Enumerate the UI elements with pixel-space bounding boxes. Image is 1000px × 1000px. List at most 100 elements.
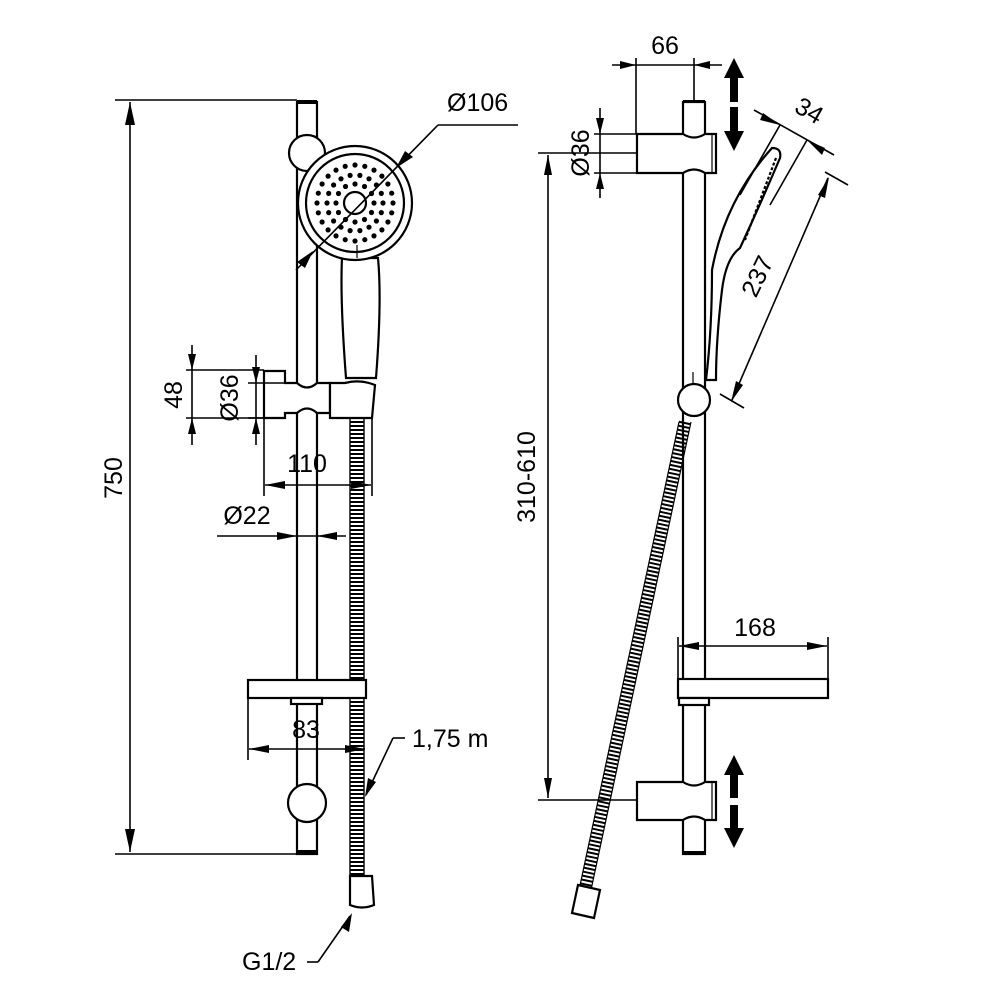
nozzle-dot bbox=[371, 233, 377, 239]
side-bracket-top bbox=[635, 132, 718, 175]
nozzle-dot bbox=[366, 176, 372, 182]
nozzle-dot bbox=[331, 182, 337, 188]
hose-nut bbox=[348, 874, 376, 909]
label-slider-height: 48 bbox=[160, 381, 188, 409]
nozzle-dot bbox=[371, 200, 377, 206]
nozzle-dot bbox=[326, 210, 332, 216]
dim-soap-dish-projection: 168 bbox=[677, 614, 829, 698]
dim-overall-height: 750 bbox=[100, 99, 297, 855]
dim-slider-height: 48 bbox=[160, 345, 264, 445]
side-slider-knob bbox=[676, 382, 712, 418]
nozzle-dot bbox=[338, 176, 344, 182]
side-hose-edge-b bbox=[590, 421, 692, 891]
label-soap-dish-projection: 168 bbox=[734, 614, 776, 642]
slider-holder bbox=[328, 380, 377, 420]
label-bracket-spacing: 310-610 bbox=[513, 431, 541, 523]
nozzle-dot bbox=[390, 200, 396, 206]
dim-slider-diameter: Ø36 bbox=[216, 355, 285, 445]
nozzle-dot bbox=[371, 167, 377, 173]
label-slider-projection: 110 bbox=[287, 450, 327, 478]
label-head-diameter: Ø106 bbox=[447, 89, 508, 117]
nozzle-dot bbox=[314, 200, 320, 206]
label-soap-dish-depth: 83 bbox=[292, 716, 320, 744]
label-bracket-projection: 66 bbox=[651, 32, 679, 60]
side-hose-edge-a bbox=[578, 421, 680, 891]
nozzle-dot bbox=[352, 162, 358, 168]
nozzle-dot bbox=[333, 200, 339, 206]
nozzle-dot bbox=[389, 190, 395, 196]
nozzle-dot bbox=[379, 227, 385, 233]
nozzle-dot bbox=[333, 233, 339, 239]
nozzle-dot bbox=[357, 228, 363, 234]
dim-rail-diameter: Ø22 bbox=[217, 502, 346, 540]
nozzle-dot bbox=[325, 227, 331, 233]
side-rail bbox=[681, 100, 707, 856]
handset-handle bbox=[340, 256, 381, 380]
hose bbox=[349, 407, 365, 877]
label-handset-width: 34 bbox=[790, 92, 828, 130]
label-handset-length: 237 bbox=[736, 252, 779, 302]
dim-slider-projection: 110 bbox=[263, 418, 373, 496]
dim-head-diameter: Ø106 bbox=[295, 89, 518, 271]
shower-head-nozzles bbox=[314, 162, 396, 244]
nozzle-dot bbox=[352, 238, 358, 244]
nozzle-dot bbox=[361, 183, 368, 190]
side-view: 66 Ø36 34 237 bbox=[513, 32, 849, 920]
nozzle-dot bbox=[373, 218, 379, 224]
front-view: 750 Ø106 48 Ø36 bbox=[100, 89, 518, 976]
side-soap-dish bbox=[676, 677, 830, 700]
nozzle-dot bbox=[357, 172, 363, 178]
nozzle-dot bbox=[342, 163, 348, 169]
side-rail-bottom-cap bbox=[683, 851, 705, 854]
nozzle-dot bbox=[325, 173, 331, 179]
nozzle-dot bbox=[368, 209, 375, 216]
nozzle-dot bbox=[380, 200, 386, 206]
dim-soap-dish-depth: 83 bbox=[247, 698, 365, 760]
side-hose-nut bbox=[570, 883, 602, 920]
nozzle-dot bbox=[379, 173, 385, 179]
nozzle-dot bbox=[315, 210, 321, 216]
nozzle-dot bbox=[385, 181, 391, 187]
nozzle-dot bbox=[335, 209, 342, 216]
side-rail-top-cap bbox=[683, 100, 705, 103]
side-soap-dish-clip bbox=[677, 696, 711, 707]
up-down-arrow-icon bbox=[724, 58, 744, 151]
soap-dish bbox=[246, 678, 368, 700]
nozzle-dot bbox=[385, 219, 391, 225]
side-handset bbox=[704, 146, 782, 382]
soap-dish-clip bbox=[289, 696, 324, 706]
label-hose-length: 1,75 m bbox=[412, 725, 488, 753]
rail-top-cap bbox=[297, 100, 317, 104]
shower-head-inner bbox=[304, 152, 406, 254]
dim-bracket-projection: 66 bbox=[612, 32, 722, 134]
dim-bracket-spacing: 310-610 bbox=[513, 152, 637, 801]
nozzle-dot bbox=[315, 190, 321, 196]
side-bracket-bottom bbox=[635, 780, 718, 822]
nozzle-dot bbox=[324, 200, 330, 206]
nozzle-dot bbox=[333, 167, 339, 173]
nozzle-dot bbox=[378, 210, 384, 216]
nozzle-dot bbox=[366, 224, 372, 230]
up-down-arrow-icon bbox=[724, 755, 744, 848]
nozzle-dot bbox=[319, 181, 325, 187]
nozzle-dot bbox=[342, 183, 349, 190]
nozzle-dot bbox=[352, 181, 358, 187]
nozzle-dot bbox=[362, 163, 368, 169]
label-rail-diameter: Ø22 bbox=[223, 502, 270, 530]
label-overall-height: 750 bbox=[100, 457, 128, 499]
nozzle-dot bbox=[326, 190, 332, 196]
nozzle-dot bbox=[362, 237, 368, 243]
nozzle-dot bbox=[347, 228, 353, 234]
nozzle-dot bbox=[378, 190, 384, 196]
label-hose-connection: G1/2 bbox=[242, 948, 296, 976]
nozzle-dot bbox=[389, 210, 395, 216]
nozzle-dot bbox=[352, 219, 358, 225]
nozzle-dot bbox=[331, 218, 337, 224]
nozzle-dot bbox=[319, 219, 325, 225]
dim-hose-length: 1,75 m bbox=[365, 725, 488, 797]
dim-hose-connection: G1/2 bbox=[242, 913, 352, 976]
rail-bottom-cap bbox=[297, 850, 317, 854]
nozzle-dot bbox=[335, 190, 342, 197]
nozzle-dot bbox=[361, 216, 368, 223]
